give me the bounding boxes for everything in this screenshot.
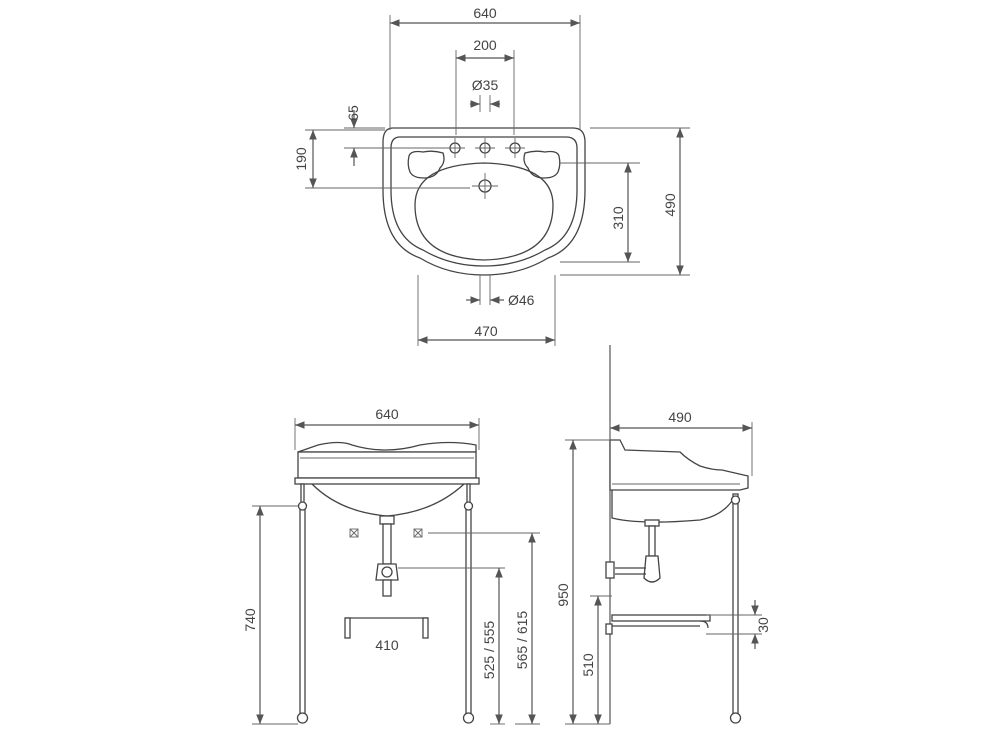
dim-total-depth: 490 [662, 193, 678, 217]
foot-side [729, 712, 742, 724]
dim-towel-rail: 410 [375, 637, 399, 653]
dim-tap-setback: 190 [293, 147, 309, 171]
dim-rim-depth: 65 [345, 105, 361, 121]
dim-tap-spacing: 200 [473, 37, 497, 53]
bowl-underside [311, 483, 465, 517]
basin-side-underside [611, 490, 736, 523]
soap-dish-left [407, 150, 445, 179]
tap-hole-center [475, 138, 495, 158]
dim-tap-hole: Ø35 [472, 77, 499, 93]
waste-pipe [382, 523, 392, 565]
tap-hole-right [505, 138, 525, 158]
basin-inner-rim [390, 136, 578, 267]
dim-top-width: 640 [473, 5, 497, 21]
tap-hole-left [445, 138, 465, 158]
basin-outline-top [382, 127, 586, 276]
dim-waste-hole: Ø46 [508, 292, 535, 308]
basin-side-profile [609, 439, 749, 491]
dim-total-height: 950 [555, 583, 571, 607]
tap-marker-left [349, 528, 359, 538]
towel-rail-side [605, 614, 711, 635]
side-trap [643, 555, 661, 583]
dim-side-depth: 490 [668, 409, 692, 425]
leg-front-left [299, 505, 306, 715]
frame-top-bar [294, 477, 480, 485]
side-view: 490 950 510 30 [555, 345, 771, 725]
leg-side [732, 493, 739, 715]
bottle-trap [375, 563, 399, 581]
wall-outlet [605, 561, 615, 579]
soap-dish-right [523, 150, 561, 179]
dim-tap-height: 565 / 615 [514, 611, 530, 670]
waste-hole [472, 173, 498, 199]
leg-front-right [465, 505, 472, 715]
dim-rail-thickness: 30 [755, 617, 771, 633]
basin-front-top [297, 441, 477, 453]
tap-marker-right [413, 528, 423, 538]
dim-rail-height: 510 [580, 653, 596, 677]
towel-rail-front [344, 617, 429, 658]
dim-bowl-depth: 310 [610, 206, 626, 230]
basin-front-body [297, 451, 477, 479]
front-view: 410 640 740 525 / 555 565 / 615 [242, 406, 540, 725]
top-view: 640 200 Ø35 65 190 310 490 [293, 5, 690, 346]
dim-front-width: 640 [375, 406, 399, 422]
basin-bowl [414, 162, 554, 261]
dim-back-width: 470 [474, 323, 498, 339]
foot-left [296, 712, 309, 724]
dim-waste-height: 525 / 555 [481, 621, 497, 680]
foot-right [462, 712, 475, 724]
dim-leg-height: 740 [242, 608, 258, 632]
